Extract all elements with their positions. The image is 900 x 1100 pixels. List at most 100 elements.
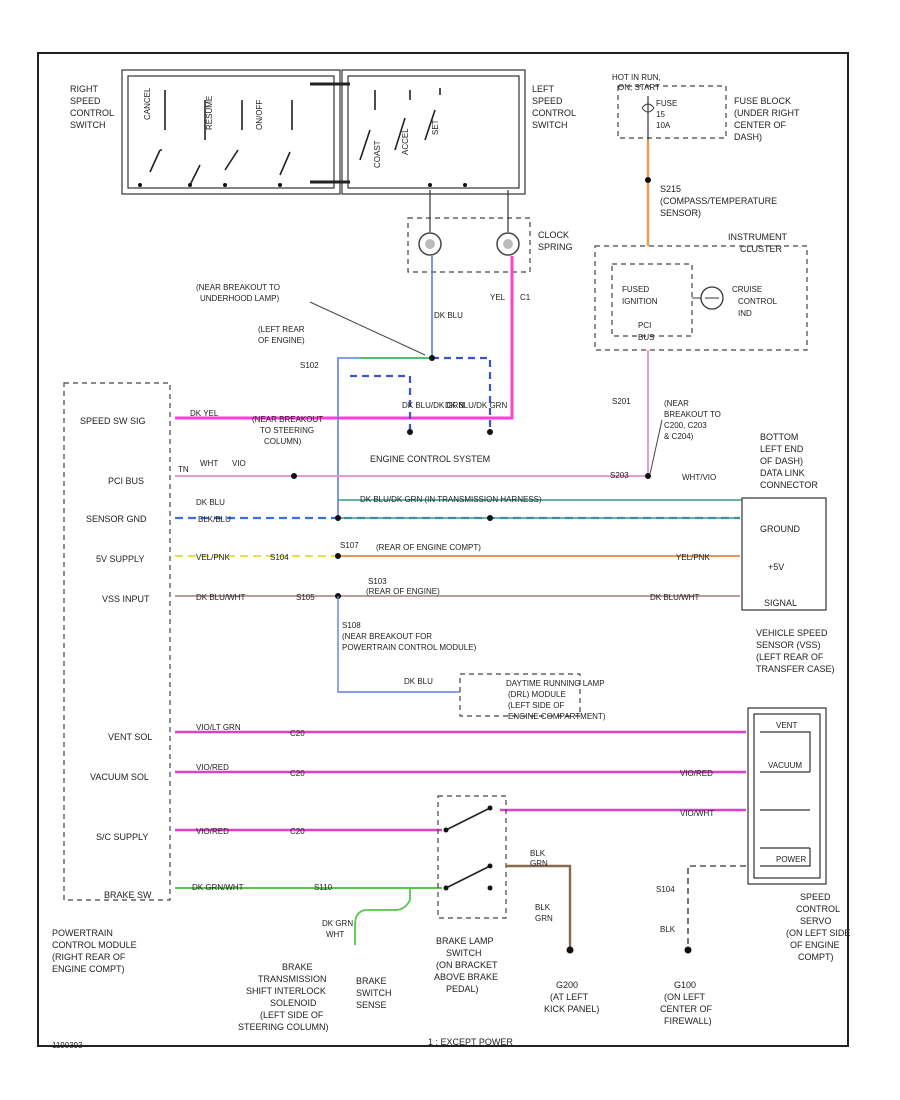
wire-pci-label: WHT [200, 459, 218, 468]
wire-vss-label: DK BLU/WHT [650, 593, 699, 602]
fused-ign-label: IGNITION [622, 297, 658, 306]
g100-label-line: CENTER OF [660, 1004, 713, 1014]
fuse-number: 15 [656, 110, 665, 119]
wire-ground-g200 [506, 864, 572, 950]
wire-sc-supply [175, 808, 746, 832]
splice-s103: S103 [368, 577, 387, 586]
pcm-pin-label: BRAKE SW [104, 890, 152, 900]
wire-speed-switch [175, 256, 514, 420]
g200-label-line: KICK PANEL) [544, 1004, 599, 1014]
wire-sc-label: VIO/RED [196, 827, 229, 836]
pcm-pin-label: SPEED SW SIG [80, 416, 146, 426]
fuse-rating: 10A [656, 121, 671, 130]
note-near-c200: & C204) [664, 432, 694, 441]
wire-vent-connector: C20 [290, 729, 305, 738]
note-near-c200: C200, C203 [664, 421, 707, 430]
splice-s102: S102 [300, 361, 319, 370]
wire-sc-label: VIO/WHT [680, 809, 714, 818]
engine-control-label: ENGINE CONTROL SYSTEM [370, 454, 490, 464]
compass-sensor-note: S215 (COMPASS/TEMPERATURE SENSOR) [660, 184, 777, 218]
wire-brake-label: DK GRN [322, 919, 353, 928]
note-rear-engine-compt: (REAR OF ENGINE COMPT) [376, 543, 481, 552]
hot-on-start-label: ON, START [618, 83, 660, 92]
wire-switch-ground-dashed [350, 356, 492, 432]
fuse-block-label-line: (UNDER RIGHT [734, 108, 800, 118]
clockspring: CLOCK SPRING [407, 217, 573, 273]
note-steering-column: COLUMN) [264, 437, 302, 446]
pcm-pin-label: SENSOR GND [86, 514, 147, 524]
wire-brake-label: DK GRN/WHT [192, 883, 244, 892]
drl-label-line: (DRL) MODULE [508, 690, 566, 699]
g100-label-line: G100 [674, 980, 696, 990]
wire-vent-label: VIO/LT GRN [196, 723, 241, 732]
pcm-pin-label: 5V SUPPLY [96, 554, 144, 564]
bts-label-line: TRANSMISSION [258, 974, 327, 984]
cruise-ind-label: CRUISE [732, 285, 762, 294]
dlc-label-line: BOTTOM [760, 432, 798, 442]
note-pcm-breakout: (NEAR BREAKOUT FOR [342, 632, 432, 641]
wire-pci-splice: S201 [612, 397, 631, 406]
wire-brake-sense [354, 888, 411, 945]
vss-label-line: (LEFT REAR OF [756, 652, 824, 662]
cancel-contact-label: CANCEL [143, 87, 152, 120]
servo-label-line: OF ENGINE [790, 940, 840, 950]
brake-sense-label-line: SENSE [356, 1000, 387, 1010]
brake-lamp-switch-label-line: ABOVE BRAKE [434, 972, 498, 982]
pcm-label-line: CONTROL MODULE [52, 940, 137, 950]
wire-speed-switch-label: YEL [490, 293, 506, 302]
switch-bus-top [310, 82, 350, 184]
left-switch-label-line: SWITCH [532, 120, 568, 130]
dlc-pin-label: GROUND [760, 524, 800, 534]
brake-sense-label-line: BRAKE [356, 976, 387, 986]
note-left-rear-engine: OF ENGINE) [258, 336, 305, 345]
wire-pci-label: TN [178, 465, 189, 474]
cluster-label-line: INSTRUMENT [728, 232, 787, 242]
right-speed-control-switch: RIGHT SPEED CONTROL SWITCH CANCEL RESUME… [70, 69, 341, 195]
leader-near-c200 [649, 419, 663, 475]
bts-label-line: STEERING COLUMN) [238, 1022, 329, 1032]
wire-pci-label: WHT/VIO [682, 473, 716, 482]
servo-label-line: SERVO [800, 916, 831, 926]
wire-switch-ground-solid [337, 256, 433, 518]
fuse-block-label-line: FUSE BLOCK [734, 96, 791, 106]
pcm-pin-label: VACUUM SOL [90, 772, 149, 782]
brake-lamp-switch-label-line: PEDAL) [446, 984, 479, 994]
compass-label-line: SENSOR) [660, 208, 701, 218]
splice-s107: S107 [340, 541, 359, 550]
note-left-rear-engine: (LEFT REAR [258, 325, 305, 334]
wire-sc-connector: C20 [290, 827, 305, 836]
wire-g200-label: BLK [530, 849, 546, 858]
note-underhood: UNDERHOOD LAMP) [200, 294, 279, 303]
resume-contact-label: RESUME [205, 96, 214, 130]
fused-ign-label: FUSED [622, 285, 649, 294]
servo-label-line: CONTROL [796, 904, 840, 914]
wire-speed-switch-label: DK YEL [190, 409, 219, 418]
right-switch-label-line: SPEED [70, 96, 101, 106]
right-switch-label-line: SWITCH [70, 120, 106, 130]
pcm-pin-label: S/C SUPPLY [96, 832, 148, 842]
g100-label-line: (ON LEFT [664, 992, 706, 1002]
set-contact-label: SET [431, 119, 440, 135]
dlc-label-line: LEFT END [760, 444, 804, 454]
fuse-block-label-line: DASH) [734, 132, 762, 142]
bts-label-line: (LEFT SIDE OF [260, 1010, 324, 1020]
drl-label-line: ENGINE COMPARTMENT) [508, 712, 606, 721]
drl-module: DAYTIME RUNNING LAMP (DRL) MODULE (LEFT … [459, 673, 606, 721]
note-steering-column: TO STEERING [260, 426, 314, 435]
g100-label-line: FIREWALL) [664, 1016, 712, 1026]
left-switch-label-line: CONTROL [532, 108, 576, 118]
pcm-label-line: POWERTRAIN [52, 928, 113, 938]
data-link-connector: GROUND +5V SIGNAL BOTTOM LEFT END OF DAS… [741, 432, 827, 611]
wire-vacuum-label: VIO/RED [196, 763, 229, 772]
wire-brake-label: WHT [326, 930, 344, 939]
bts-label-line: SOLENOID [270, 998, 317, 1008]
wire-ground-label: DK BLU [434, 311, 463, 320]
wire-vss-splice: S105 [296, 593, 315, 602]
wire-pci-splice: S203 [610, 471, 629, 480]
wire-g200-label: BLK [535, 903, 551, 912]
vehicle-speed-sensor: VEHICLE SPEED SENSOR (VSS) (LEFT REAR OF… [756, 628, 835, 674]
note-transmission-harness: DK BLU/DK GRN (IN TRANSMISSION HARNESS) [360, 495, 542, 504]
footnote: 1 : EXCEPT POWER [428, 1037, 513, 1047]
brake-lamp-switch-label-line: SWITCH [446, 948, 482, 958]
switch-to-clockspring [429, 190, 509, 232]
